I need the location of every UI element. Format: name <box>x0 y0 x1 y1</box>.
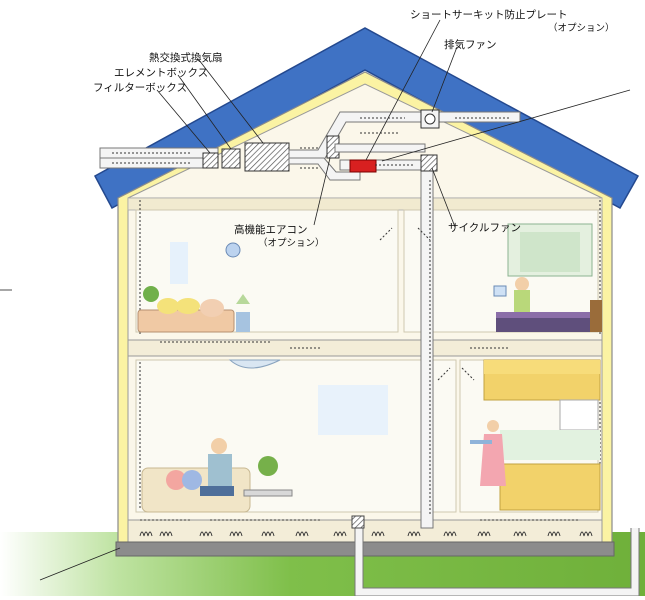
label-exhaust-fan: 排気ファン <box>444 39 497 51</box>
leader-lines <box>0 19 631 581</box>
label-cycle-fan: サイクルファン <box>448 222 521 234</box>
filter-box <box>202 152 219 169</box>
label-element-box: エレメントボックス <box>114 67 209 79</box>
label-heat-exchanger: 熱交換式換気扇 <box>149 52 223 64</box>
label-short-circuit-plate: ショートサーキット防止プレート <box>410 9 568 21</box>
bedroom-illustration <box>493 223 602 332</box>
upstairs-lounge-illustration <box>137 242 281 369</box>
label-aircon: 高機能エアコン <box>234 224 308 236</box>
base-band <box>115 541 615 557</box>
label-short-circuit-option: （オプション） <box>548 23 615 34</box>
cycle-fan <box>420 154 438 172</box>
heat-exchange-unit <box>244 142 290 172</box>
roof <box>93 27 640 210</box>
second-floor-slab <box>127 339 603 357</box>
element-box <box>221 148 241 169</box>
foundation-space <box>127 519 603 543</box>
living-room-illustration <box>141 438 293 513</box>
label-aircon-option: （オプション） <box>258 238 325 249</box>
kitchen-illustration <box>470 359 601 511</box>
foundation-vents <box>139 531 593 537</box>
label-filter-box: フィルターボックス <box>93 82 187 94</box>
vertical-duct <box>420 159 434 529</box>
short-circuit-plate <box>349 159 377 173</box>
